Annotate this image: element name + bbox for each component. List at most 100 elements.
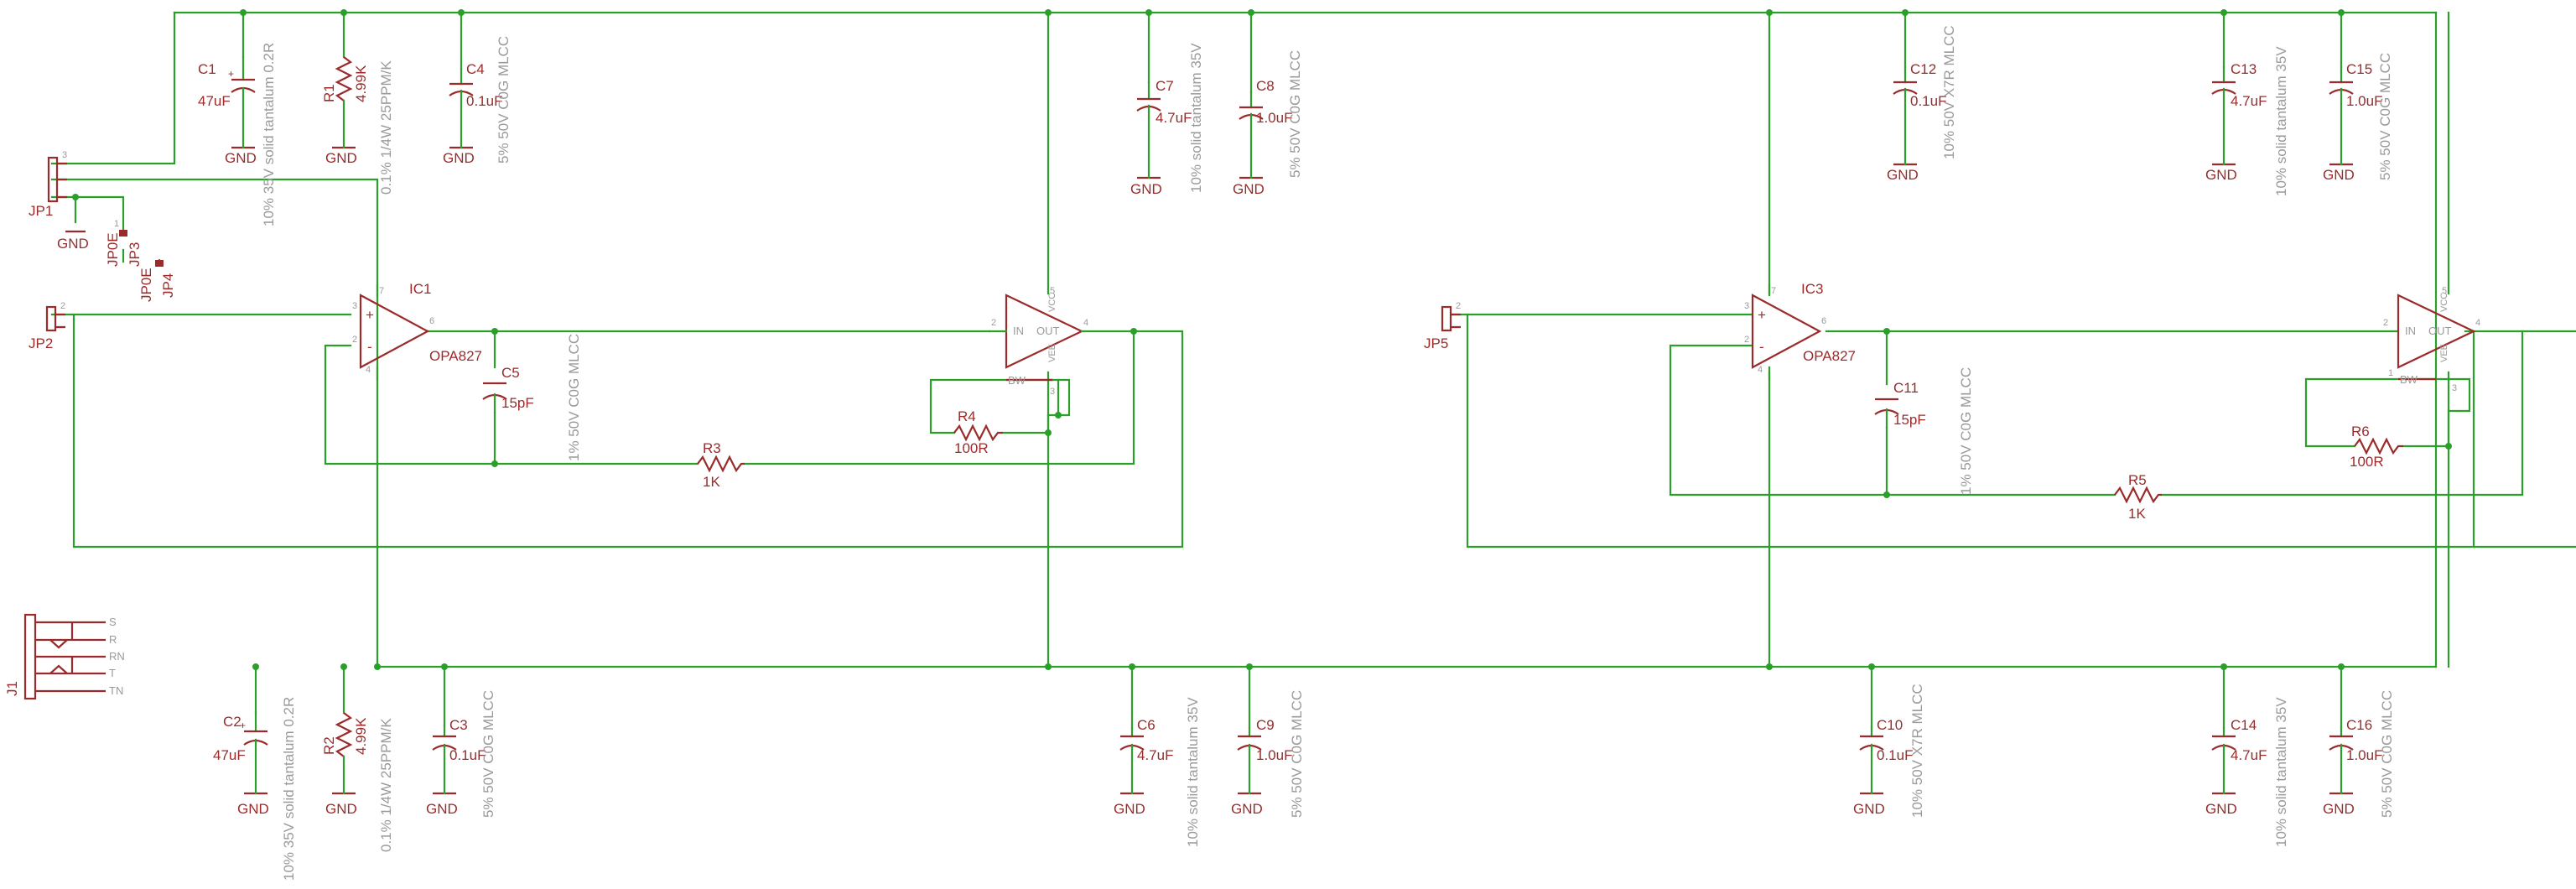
svg-text:C5: C5 [501, 365, 520, 381]
svg-text:4.7uF: 4.7uF [2231, 93, 2267, 109]
svg-text:5: 5 [2442, 286, 2447, 296]
svg-text:GND: GND [2205, 801, 2237, 817]
svg-text:IN: IN [2405, 325, 2416, 337]
svg-text:10% solid tantalum 35V: 10% solid tantalum 35V [2273, 697, 2289, 847]
svg-text:0.1uF: 0.1uF [1877, 747, 1913, 763]
svg-text:2: 2 [352, 335, 357, 345]
resistor-r6: R6 100R [2350, 424, 2403, 470]
svg-text:BW: BW [1008, 374, 1026, 387]
svg-text:3: 3 [62, 150, 67, 160]
svg-text:+: + [366, 307, 374, 323]
svg-text:3: 3 [1744, 301, 1749, 311]
svg-text:R1: R1 [321, 84, 337, 102]
svg-text:JP2: JP2 [29, 335, 53, 351]
svg-text:IC1: IC1 [409, 281, 431, 297]
svg-text:RN: RN [109, 650, 125, 663]
svg-text:1K: 1K [2128, 506, 2146, 522]
svg-text:15pF: 15pF [1893, 412, 1926, 428]
svg-text:R2: R2 [321, 736, 337, 755]
jumper-jp0e-jp3: JP0E JP3 1 [105, 219, 143, 267]
svg-text:+: + [228, 68, 234, 80]
capacitor-c10: C10 0.1uF 10% 50V X7R MLCC [1859, 684, 1925, 818]
svg-text:10% solid tantalum 35V: 10% solid tantalum 35V [1185, 697, 1201, 847]
svg-text:S: S [109, 616, 117, 628]
junctions [72, 9, 2452, 670]
svg-text:C1: C1 [198, 61, 216, 77]
svg-text:VEE: VEE [1047, 344, 1057, 362]
svg-text:3: 3 [2452, 383, 2457, 393]
jumper-jp0e-jp4: JP0E JP4 [138, 260, 176, 302]
svg-text:GND: GND [57, 236, 89, 252]
svg-text:GND: GND [2323, 167, 2355, 183]
svg-text:R5: R5 [2128, 472, 2147, 488]
resistor-r3: R3 1K [697, 440, 745, 490]
svg-text:6: 6 [429, 316, 434, 326]
svg-text:OUT: OUT [1036, 325, 1060, 337]
svg-text:OPA827: OPA827 [1803, 348, 1856, 364]
capacitor-c16: C16 1.0uF 5% 50V C0G MLCC [2329, 690, 2395, 818]
svg-text:IN: IN [1013, 325, 1024, 337]
svg-text:OPA827: OPA827 [429, 348, 482, 364]
svg-text:5% 50V C0G MLCC: 5% 50V C0G MLCC [496, 36, 512, 164]
svg-text:7: 7 [379, 286, 384, 296]
ground-labels: GND GND GND GND GND GND GND GND GND GND … [57, 150, 2355, 817]
svg-text:4: 4 [1758, 365, 1763, 375]
svg-text:-: - [1759, 339, 1764, 355]
svg-text:IC3: IC3 [1801, 281, 1823, 297]
svg-text:6: 6 [1821, 316, 1826, 326]
capacitor-c9: C9 1.0uF 5% 50V C0G MLCC [1237, 690, 1305, 818]
svg-text:0.1% 1/4W 25PPM/K: 0.1% 1/4W 25PPM/K [378, 718, 394, 852]
svg-text:C6: C6 [1137, 717, 1156, 733]
svg-text:JP1: JP1 [29, 203, 53, 219]
svg-text:-: - [367, 339, 372, 355]
svg-text:100R: 100R [2350, 454, 2384, 470]
svg-text:4.7uF: 4.7uF [1156, 110, 1192, 126]
buffer-ic2: IN OUT BW VCC VEE 2 4 5 3 [988, 286, 1135, 397]
svg-text:7: 7 [1771, 286, 1776, 296]
svg-text:C15: C15 [2346, 61, 2372, 77]
capacitor-c5: C5 15pF 1% 50V C0G MLCC [482, 334, 582, 461]
opamp-ic1: + - 3 2 6 7 4 IC1 OPA827 [352, 281, 482, 381]
svg-text:GND: GND [1887, 167, 1919, 183]
svg-text:VCC: VCC [2439, 293, 2449, 312]
resistor-r1: R1 4.99K 0.1% 1/4W 25PPM/K [321, 56, 394, 195]
capacitor-c13: C13 4.7uF 10% solid tantalum 35V [2211, 46, 2289, 196]
svg-text:2: 2 [991, 318, 996, 328]
svg-text:5: 5 [1050, 286, 1055, 296]
svg-text:0.1uF: 0.1uF [449, 747, 486, 763]
svg-text:R4: R4 [958, 408, 976, 424]
capacitor-c8: C8 1.0uF 5% 50V C0G MLCC [1239, 50, 1303, 179]
svg-text:OUT: OUT [2428, 325, 2452, 337]
svg-text:4.7uF: 4.7uF [2231, 747, 2267, 763]
capacitor-c14: C14 4.7uF 10% solid tantalum 35V [2211, 697, 2289, 847]
svg-text:GND: GND [325, 801, 357, 817]
svg-text:J1: J1 [4, 681, 20, 696]
svg-text:GND: GND [2323, 801, 2355, 817]
svg-text:0.1uF: 0.1uF [1910, 93, 1946, 109]
svg-text:GND: GND [1233, 181, 1265, 197]
svg-text:JP3: JP3 [127, 242, 143, 267]
jumper-jp2: 2 JP2 [29, 301, 65, 351]
capacitor-c11: C11 15pF 1% 50V C0G MLCC [1874, 367, 1974, 495]
svg-text:JP0E: JP0E [105, 232, 121, 267]
svg-text:1: 1 [2388, 368, 2393, 378]
svg-text:47uF: 47uF [213, 747, 246, 763]
resistor-r5: R5 1K [2114, 472, 2162, 522]
svg-text:3: 3 [1050, 387, 1055, 397]
svg-text:C13: C13 [2231, 61, 2257, 77]
svg-text:C9: C9 [1256, 717, 1275, 733]
svg-text:100R: 100R [954, 440, 989, 456]
svg-text:1.0uF: 1.0uF [1256, 747, 1292, 763]
svg-text:JP4: JP4 [160, 273, 176, 298]
buffer-ic4: IN OUT BW VCC VEE 2 4 5 1 3 [2383, 286, 2480, 393]
capacitor-c2: + C2 47uF 10% 35V solid tantalum 0.2R [213, 697, 297, 881]
svg-text:10% 35V solid tantalum 0.2R: 10% 35V solid tantalum 0.2R [261, 43, 277, 226]
svg-text:5% 50V C0G MLCC: 5% 50V C0G MLCC [1287, 50, 1303, 178]
svg-text:4.99K: 4.99K [353, 717, 369, 755]
svg-text:47uF: 47uF [198, 93, 231, 109]
svg-text:10% solid tantalum 35V: 10% solid tantalum 35V [2273, 46, 2289, 196]
svg-text:GND: GND [426, 801, 458, 817]
capacitor-c6: C6 4.7uF 10% solid tantalum 35V [1119, 697, 1201, 847]
svg-text:0.1% 1/4W 25PPM/K: 0.1% 1/4W 25PPM/K [378, 60, 394, 195]
svg-text:2: 2 [1744, 335, 1749, 345]
